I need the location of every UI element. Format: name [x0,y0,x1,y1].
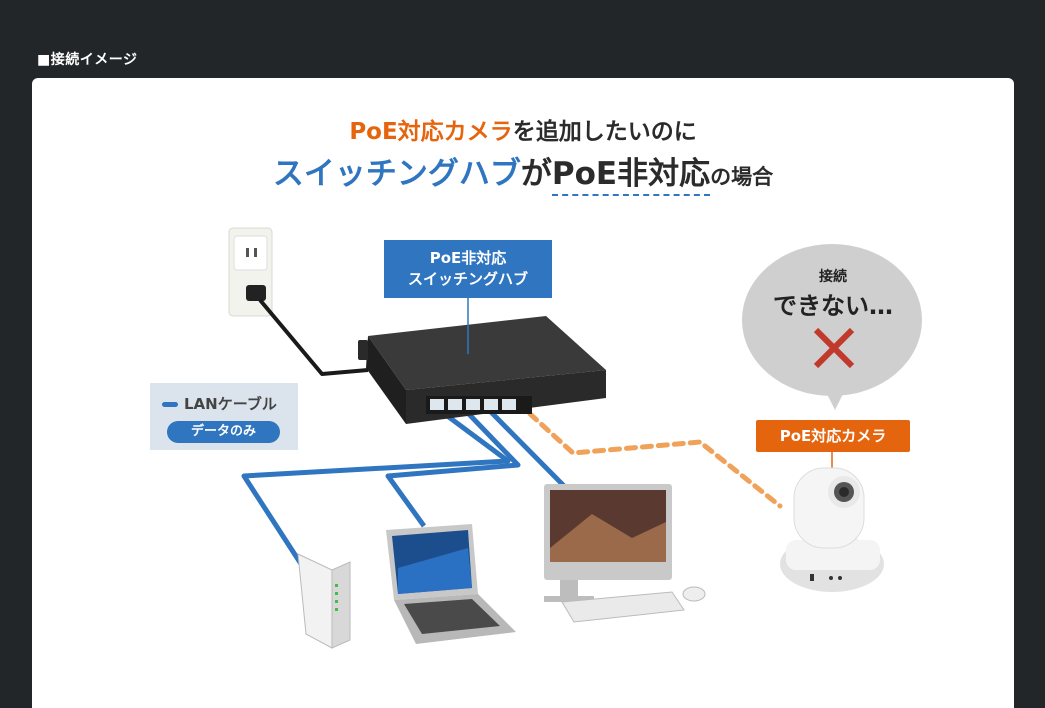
lan-cables [241,406,570,586]
bubble-text-small: 接続 [819,269,847,285]
router-icon [297,553,351,649]
laptop-icon [386,524,516,644]
camera-label: PoE対応カメラ [756,420,910,452]
headline-line1: PoE対応カメラを追加したいのに [349,119,697,145]
diagram-artwork [228,227,922,649]
speech-bubble [742,244,922,410]
lan-cable-legend: LANケーブル データのみ [150,383,298,450]
lan-legend-label: LANケーブル [184,395,277,413]
camera-cable [515,400,783,509]
switch-label-line2: スイッチングハブ [407,270,528,288]
connection-diagram-panel: PoE対応カメラを追加したいのに スイッチングハブがPoE非対応の場合 PoE非… [32,78,1014,708]
switch-label: PoE非対応 スイッチングハブ [384,240,552,298]
lan-cable-swatch [162,402,178,407]
lan-cable-pc [486,407,570,492]
lan-legend-row: LANケーブル [162,393,277,414]
power-outlet-icon [228,227,273,317]
switch-label-line1: PoE非対応 [429,249,507,267]
x-mark-icon [813,327,855,369]
bubble-text-large: できない… [773,292,893,320]
network-camera-icon [780,467,884,592]
lan-cable-router [241,406,511,586]
headline-line2: スイッチングハブがPoE非対応の場合 [32,148,1014,196]
section-title: ■接続イメージ [37,52,138,68]
lan-cable-laptop [385,407,521,528]
power-cable [258,298,369,376]
desktop-pc-icon [544,484,706,623]
lan-legend-note: データのみ [167,421,280,443]
switching-hub-icon [358,316,606,424]
